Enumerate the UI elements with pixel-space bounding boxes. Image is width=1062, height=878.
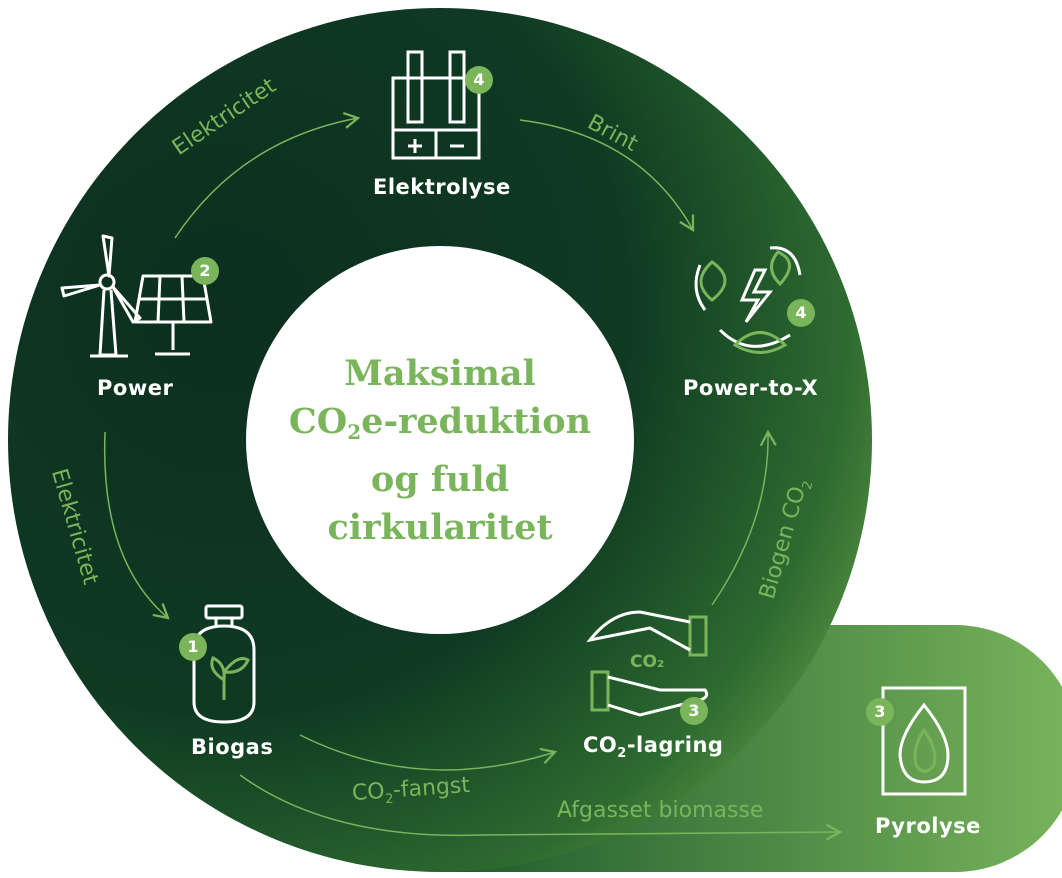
center-title-reduktion: e-reduktion bbox=[361, 401, 592, 442]
co2-lagring-label: CO2-lagring bbox=[583, 733, 723, 761]
flow-label-afgasset-biomasse: Afgasset biomasse bbox=[557, 798, 764, 823]
co2-lagring-post: -lagring bbox=[626, 733, 724, 757]
co2-lagring-sub: 2 bbox=[617, 746, 627, 762]
power-badge: 2 bbox=[191, 257, 219, 285]
center-title-line2: CO2e-reduktion bbox=[270, 398, 610, 456]
center-title-line4: cirkularitet bbox=[327, 507, 553, 548]
arrow-elektrolyse-ptx bbox=[519, 119, 695, 233]
arrow-power-biogas bbox=[103, 431, 170, 620]
pyrolyse-label: Pyrolyse bbox=[875, 814, 981, 838]
co2-hands-text: CO₂ bbox=[630, 652, 665, 672]
arrow-biogas-pyrolyse bbox=[239, 774, 843, 841]
biogas-badge: 1 bbox=[179, 633, 207, 661]
center-title-sub: 2 bbox=[347, 420, 362, 444]
elektrolyse-badge: 4 bbox=[465, 66, 493, 94]
biogas-label: Biogas bbox=[191, 735, 274, 759]
arrow-biogas-lagring bbox=[299, 734, 558, 771]
arrow-lagring-ptx bbox=[711, 429, 777, 606]
center-title: Maksimal CO2e-reduktion og fuld cirkular… bbox=[270, 350, 610, 552]
pyrolyse-flame-icon bbox=[881, 686, 967, 796]
arrow-power-elektrolyse bbox=[174, 112, 361, 239]
power-label: Power bbox=[97, 376, 174, 400]
power-to-x-icon bbox=[694, 246, 802, 354]
pyrolyse-badge: 3 bbox=[866, 698, 894, 726]
flow-arrows bbox=[103, 112, 843, 841]
power-to-x-label: Power-to-X bbox=[683, 376, 819, 400]
co2-fangst-post: -fangst bbox=[392, 772, 471, 804]
wind-solar-icon bbox=[60, 234, 213, 358]
center-title-line3: og fuld bbox=[370, 459, 510, 500]
center-white-circle bbox=[246, 246, 634, 634]
elektrolyse-label: Elektrolyse bbox=[373, 175, 511, 199]
co2-lagring-badge: 3 bbox=[680, 697, 708, 725]
co2-lagring-co: CO bbox=[583, 733, 618, 757]
biogas-tank-icon bbox=[192, 604, 256, 724]
power-to-x-badge: 4 bbox=[787, 299, 815, 327]
center-title-co: CO bbox=[288, 401, 348, 442]
electrolyser-icon bbox=[391, 50, 481, 160]
co2-fangst-co: CO bbox=[351, 778, 386, 807]
center-title-line1: Maksimal bbox=[344, 353, 536, 394]
